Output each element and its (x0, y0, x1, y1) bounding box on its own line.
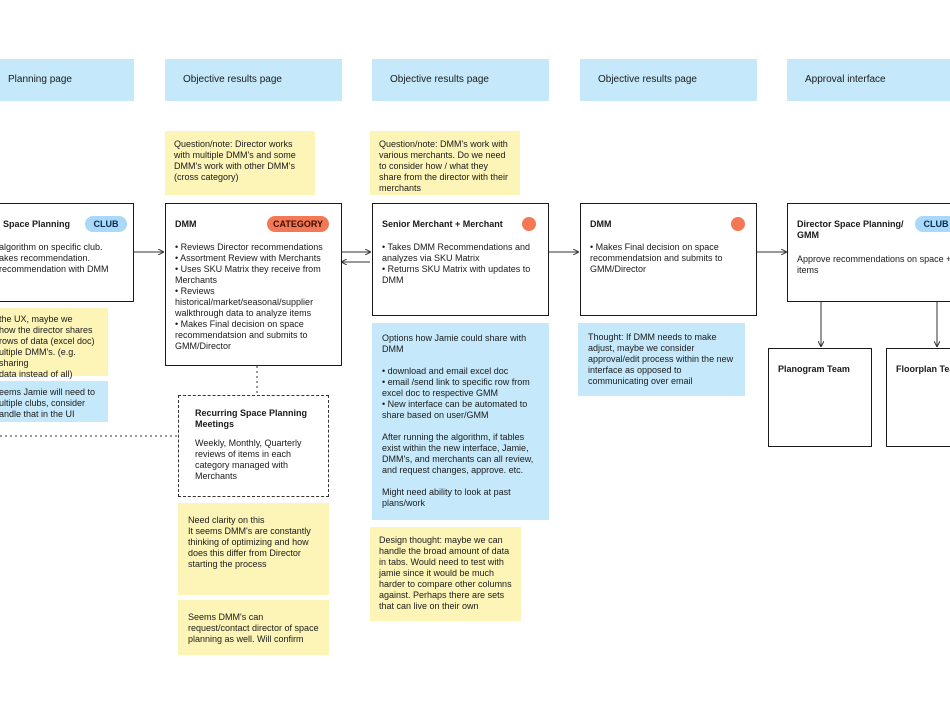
card-title: Floorplan Team (896, 364, 950, 374)
card-title: Planogram Team (778, 364, 850, 374)
header-label: Objective results page (183, 74, 282, 85)
card-floorplan-team[interactable]: Floorplan Team (886, 348, 950, 447)
header-approval-interface: Approval interface (787, 59, 950, 101)
card-body: • Reviews Director recommendations • Ass… (175, 242, 323, 351)
card-body: algorithm on specific club. akes recomme… (0, 242, 109, 274)
note-thought-dmm: Thought: If DMM needs to make adjust, ma… (578, 323, 745, 396)
header-label: Objective results page (598, 74, 697, 85)
club-tag: CLUB (85, 216, 127, 232)
card-title: Senior Merchant + Merchant (382, 219, 503, 229)
header-planning-page: Planning page (0, 59, 134, 101)
card-planogram-team[interactable]: Planogram Team (768, 348, 872, 447)
note-design-thought: Design thought: maybe we can handle the … (370, 527, 521, 621)
header-label: Objective results page (390, 74, 489, 85)
status-dot (731, 217, 745, 231)
recurring-body: Weekly, Monthly, Quarterly reviews of it… (195, 438, 302, 481)
card-body: Approve recommendations on space + items (797, 254, 950, 275)
recurring-title: Recurring Space Planning Meetings (195, 408, 308, 429)
card-title: DMM (590, 219, 612, 229)
card-body: • Takes DMM Recommendations and analyzes… (382, 242, 531, 285)
card-title: Director Space Planning/ GMM (797, 219, 904, 240)
card-dmm-category[interactable]: DMM CATEGORY • Reviews Director recommen… (165, 203, 342, 366)
card-director-gmm[interactable]: Director Space Planning/ GMM CLUB Approv… (787, 203, 950, 302)
card-senior-merchant[interactable]: Senior Merchant + Merchant • Takes DMM R… (372, 203, 549, 316)
recurring-meetings-box: Recurring Space Planning Meetings Weekly… (178, 395, 329, 497)
header-objective-results-3: Objective results page (580, 59, 757, 101)
note-left-jamie: eems Jamie will need to ultiple clubs, c… (0, 381, 108, 422)
card-space-planning[interactable]: Space Planning CLUB algorithm on specifi… (0, 203, 134, 302)
card-dmm-final[interactable]: DMM • Makes Final decision on space reco… (580, 203, 757, 316)
header-label: Planning page (8, 74, 72, 85)
note-dmm-work: Question/note: DMM's work with various m… (370, 131, 520, 195)
note-left-ux: the UX, maybe we how the director shares… (0, 308, 108, 379)
note-need-clarity: Need clarity on this It seems DMM's are … (178, 503, 329, 595)
card-title: DMM (175, 219, 197, 229)
header-objective-results-2: Objective results page (372, 59, 549, 101)
header-label: Approval interface (805, 74, 886, 85)
category-tag: CATEGORY (267, 216, 329, 232)
note-director-works: Question/note: Director works with multi… (165, 131, 315, 195)
card-body: • Makes Final decision on space recommen… (590, 242, 723, 274)
card-title: Space Planning (3, 219, 71, 229)
note-options-jamie: Options how Jamie could share with DMM •… (372, 323, 549, 520)
note-seems-dmm: Seems DMM's can request/contact director… (178, 600, 329, 655)
club-tag: CLUB (915, 216, 950, 232)
header-objective-results-1: Objective results page (165, 59, 342, 101)
status-dot (522, 217, 536, 231)
